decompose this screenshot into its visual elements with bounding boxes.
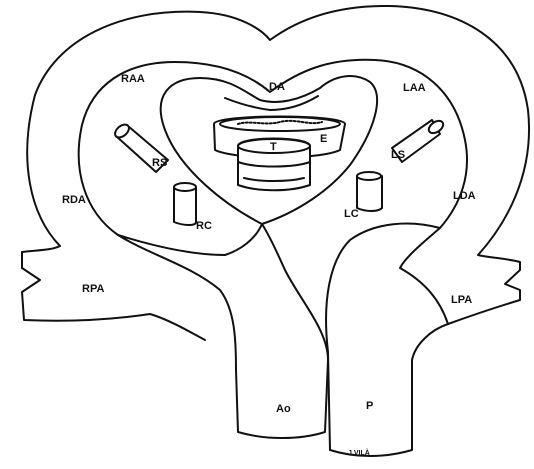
label-ao: Ao	[276, 403, 291, 415]
label-t: T	[270, 141, 277, 153]
label-rda: RDA	[62, 194, 86, 206]
dorsal-aorta-inner-line	[225, 96, 318, 110]
ascending-aorta	[118, 224, 328, 438]
label-rpa: RPA	[82, 283, 104, 295]
right-pulmonary-artery-outline	[22, 268, 205, 340]
label-e: E	[320, 133, 327, 145]
label-rs: RS	[152, 157, 167, 169]
label-da: DA	[269, 81, 285, 93]
label-lpa: LPA	[451, 294, 472, 306]
right-carotid-artery	[174, 183, 196, 225]
left-carotid-artery	[357, 172, 382, 211]
author-signature: J.VILÀ	[348, 448, 370, 457]
label-ls: LS	[391, 149, 405, 161]
esophagus-trachea-group	[214, 117, 345, 191]
label-lda: LDA	[453, 190, 476, 202]
label-rc: RC	[196, 220, 212, 232]
pulmonary-trunk	[326, 224, 448, 456]
label-p: P	[366, 400, 373, 412]
label-laa: LAA	[403, 82, 426, 94]
label-raa: RAA	[121, 73, 145, 85]
label-lc: LC	[344, 208, 359, 220]
